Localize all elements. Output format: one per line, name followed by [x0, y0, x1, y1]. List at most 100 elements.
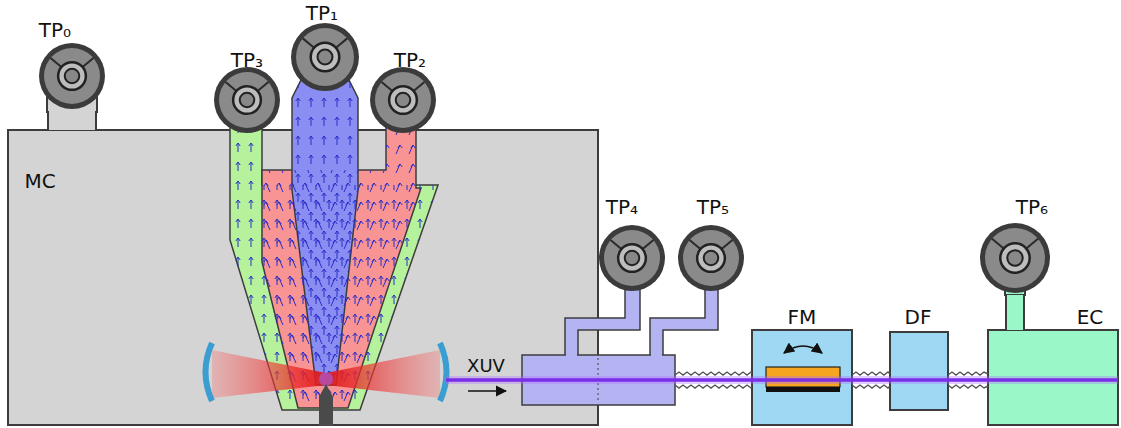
flow-arrow: [418, 238, 422, 247]
flow-arrow: [249, 238, 253, 247]
flow-arrow: [290, 354, 296, 363]
pump-hub: [625, 251, 640, 266]
flow-arrow: [370, 202, 376, 211]
flow-arrow: [296, 212, 300, 221]
flow-arrow: [344, 297, 350, 306]
flow-arrow: [277, 202, 283, 211]
flow-arrow: [409, 145, 415, 154]
flow-arrow: [264, 221, 270, 230]
flow-arrow: [275, 352, 279, 361]
flow-arrow: [348, 193, 352, 202]
pump-icon: [37, 41, 107, 111]
flow-arrow: [340, 390, 344, 399]
pump-label: TP₀: [39, 19, 71, 41]
flow-arrow: [290, 240, 296, 249]
flow-arrow: [309, 117, 313, 126]
flow-arrow: [277, 240, 283, 249]
flow-arrow: [327, 352, 331, 361]
flow-arrow: [344, 316, 350, 325]
flow-arrow: [327, 105, 331, 114]
flow-arrow: [418, 162, 422, 171]
flow-arrow: [301, 162, 305, 171]
flow-arrow: [379, 276, 383, 285]
bellows-connector: [948, 372, 988, 388]
pump-hub: [704, 251, 719, 266]
beam-label: XUV: [467, 356, 505, 376]
flow-arrow: [331, 297, 337, 306]
flow-arrow: [277, 316, 283, 325]
pump-housing: [980, 223, 1050, 293]
flow-arrow: [335, 250, 339, 259]
flow-arrow: [405, 143, 409, 152]
flow-arrow: [335, 117, 339, 126]
flow-arrow: [348, 307, 352, 316]
flow-arrow: [327, 200, 331, 209]
flow-arrow: [309, 288, 313, 297]
flow-arrow: [405, 238, 409, 247]
pump-body: [985, 228, 1045, 288]
flow-arrow: [264, 183, 270, 192]
flow-arrow: [383, 259, 389, 268]
flow-arrow: [431, 200, 435, 209]
flow-arrow: [344, 335, 350, 344]
beam-glow: [446, 376, 1118, 384]
flow-arrow: [316, 107, 322, 116]
bellows: [948, 372, 988, 388]
flow-arrow: [383, 221, 389, 230]
flow-arrow: [327, 238, 331, 247]
flow-arrow: [348, 212, 352, 221]
flow-arrow: [290, 145, 296, 154]
flow-arrow: [340, 181, 344, 190]
flow-arrow: [366, 200, 370, 209]
flow-arrow: [409, 316, 415, 325]
main-chamber: MC: [8, 130, 598, 425]
flow-arrow: [357, 126, 363, 135]
flow-arrow: [335, 288, 339, 297]
flow-arrow: [331, 354, 337, 363]
flow-arrow: [396, 335, 402, 344]
flow-arrow: [357, 107, 363, 116]
flow-arrow: [288, 162, 292, 171]
pump-rotor: [233, 86, 261, 114]
flow-arrow: [290, 278, 296, 287]
flow-arrow: [357, 259, 363, 268]
flow-arrow: [344, 183, 350, 192]
flow-arrow: [348, 155, 352, 164]
flow-arrow: [379, 257, 383, 266]
flow-arrow: [370, 145, 376, 154]
flow-arrow: [418, 181, 422, 190]
pump-rotor: [697, 244, 725, 272]
flow-arrow: [316, 316, 322, 325]
flow-arrow: [277, 183, 283, 192]
flow-arrow: [405, 295, 409, 304]
flow-arrow: [236, 295, 240, 304]
flow-arrow: [309, 345, 313, 354]
flow-arrow: [301, 143, 305, 152]
flow-arrow: [353, 333, 357, 342]
flow-arrow: [303, 145, 309, 154]
pump-label: TP₆: [1016, 196, 1048, 218]
flow-arrow: [316, 259, 322, 268]
flow-arrow: [309, 155, 313, 164]
flow-arrow: [392, 219, 396, 228]
flow-arrow: [353, 295, 357, 304]
pump-label: TP₄: [606, 196, 638, 218]
flow-arrow: [379, 219, 383, 228]
flow-arrow: [316, 278, 322, 287]
flow-arrow: [322, 155, 326, 164]
flow-arrow: [348, 250, 352, 259]
flow-arrow: [379, 352, 383, 361]
flow-arrow: [309, 212, 313, 221]
chamber-label: FM: [788, 306, 817, 328]
flow-arrow: [296, 345, 300, 354]
flow-arrow: [290, 164, 296, 173]
flow-arrow: [366, 124, 370, 133]
flow-arrow: [409, 221, 415, 230]
flow-arrow: [322, 307, 326, 316]
flow-arrow: [370, 221, 376, 230]
flow-arrow: [353, 143, 357, 152]
pipe-join: [566, 353, 577, 357]
pipe-bore: [49, 111, 95, 130]
flow-arrow: [331, 335, 337, 344]
